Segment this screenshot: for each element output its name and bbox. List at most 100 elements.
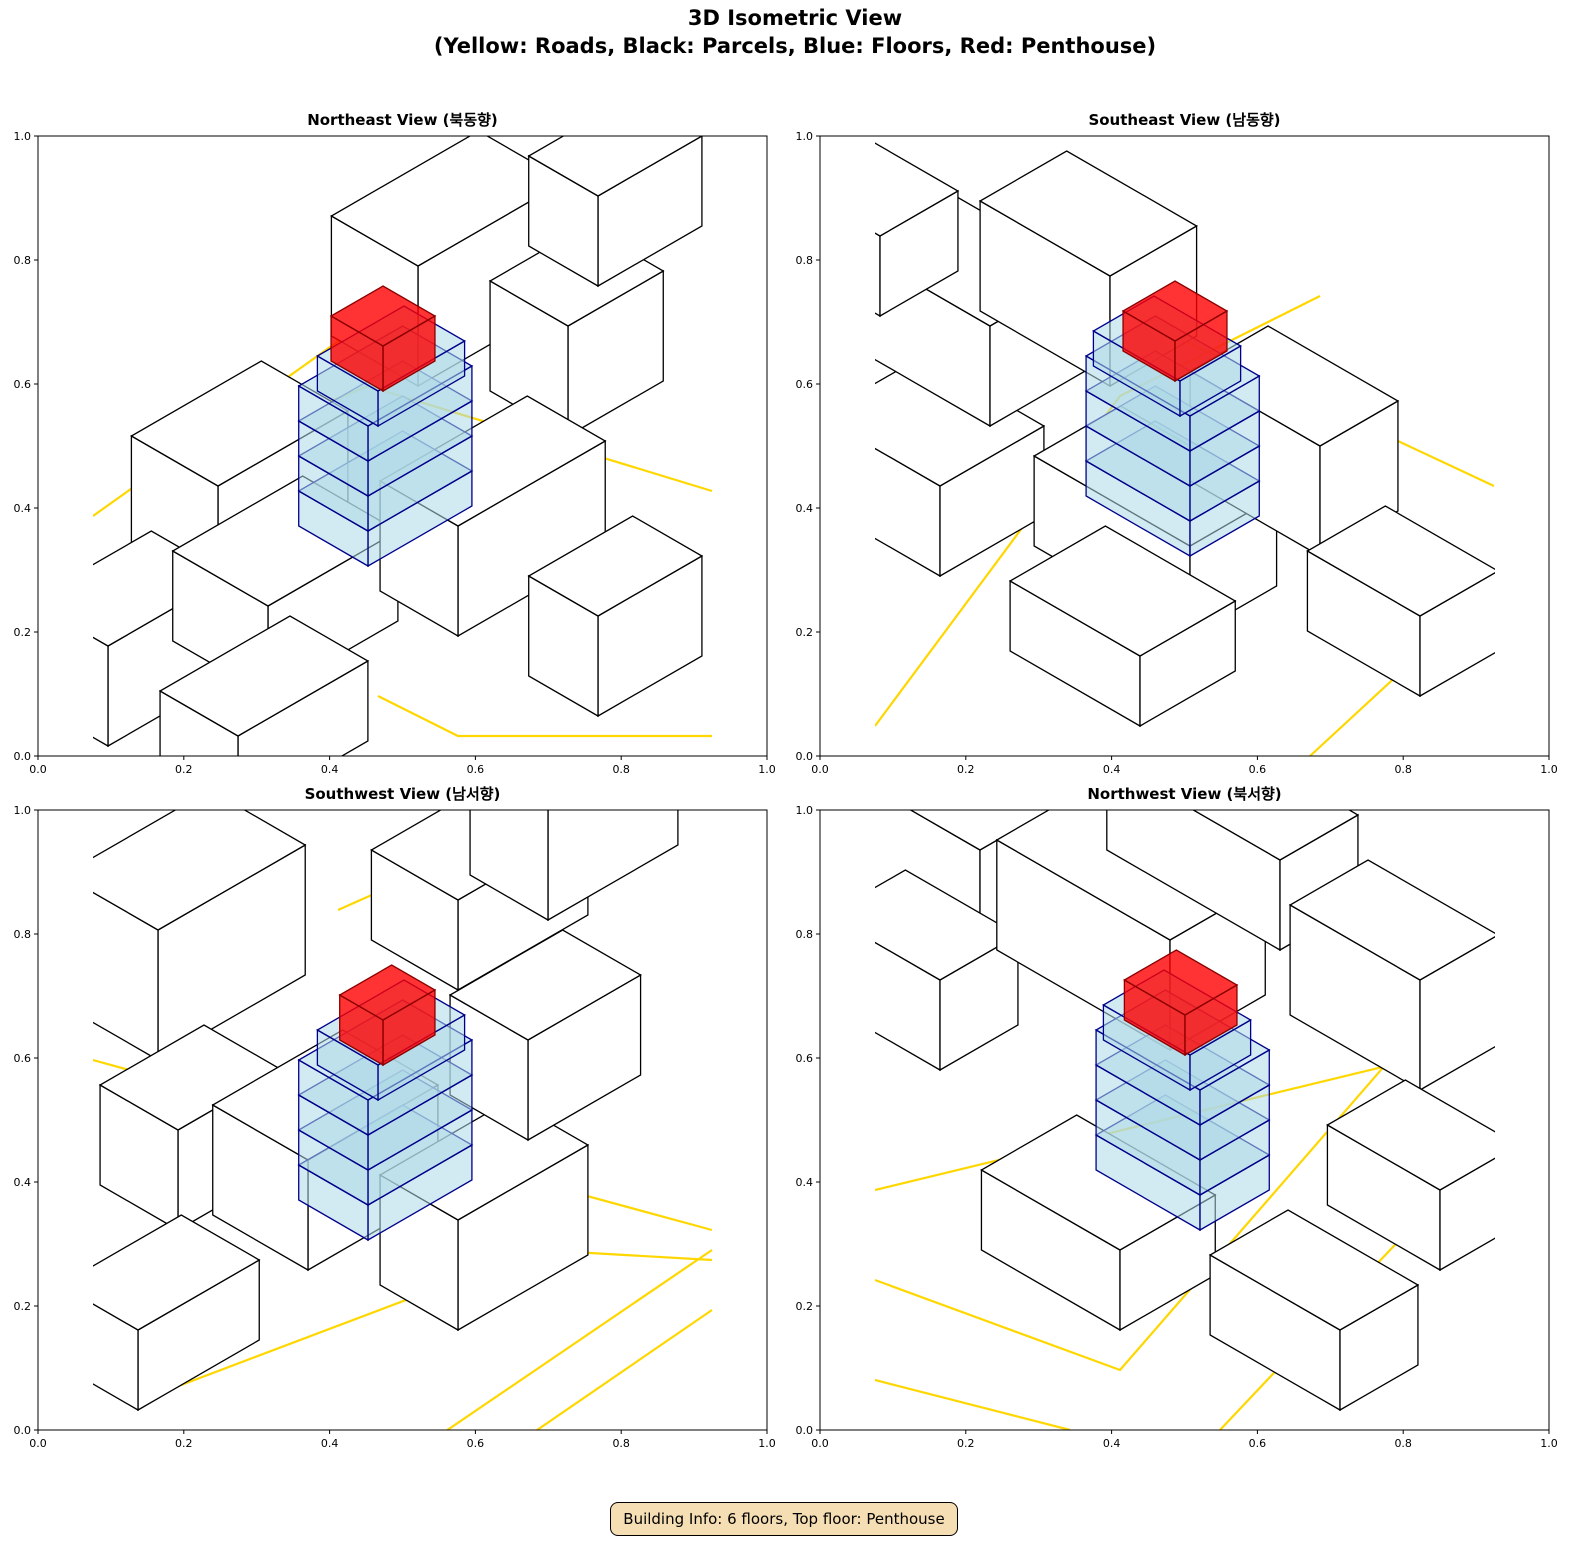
- x-tick-label: 0.2: [175, 1437, 193, 1450]
- x-tick-label: 0.6: [1249, 1437, 1267, 1450]
- parcel-building-face: [93, 1214, 261, 1331]
- x-tick-label: 0.2: [957, 1437, 975, 1450]
- y-tick-label: 0.8: [796, 254, 814, 267]
- x-tick-label: 0.6: [1249, 763, 1267, 776]
- parcel-building-face: [93, 636, 109, 748]
- scene: [93, 136, 713, 756]
- parcel-building-face: [875, 232, 881, 318]
- y-tick-label: 0.2: [796, 1300, 814, 1313]
- x-tick-label: 0.6: [467, 763, 485, 776]
- x-tick-label: 0.8: [612, 763, 630, 776]
- parcel-building-face: [1288, 859, 1495, 981]
- parcel-building-face: [158, 615, 370, 737]
- x-tick-label: 0.0: [29, 763, 47, 776]
- x-tick-label: 0.0: [29, 1437, 47, 1450]
- y-tick-label: 0.4: [796, 502, 814, 515]
- x-tick-label: 0.8: [1394, 763, 1412, 776]
- x-tick-label: 0.6: [467, 1437, 485, 1450]
- y-tick-label: 0.0: [14, 750, 32, 763]
- x-tick-label: 1.0: [758, 1437, 776, 1450]
- parcel-building-face: [330, 136, 567, 267]
- parcel-building-face: [469, 810, 549, 922]
- y-tick-label: 1.0: [14, 804, 32, 817]
- parcel-building-face: [1419, 571, 1495, 698]
- figure-title-line2: (Yellow: Roads, Black: Parcels, Blue: Fl…: [433, 34, 1157, 58]
- scene: [93, 810, 713, 1430]
- road-line: [875, 1378, 1071, 1430]
- road-line: [377, 695, 712, 738]
- x-tick-label: 0.8: [1394, 1437, 1412, 1450]
- y-tick-label: 0.6: [14, 378, 32, 391]
- y-tick-label: 1.0: [14, 130, 32, 143]
- parcel-building-face: [1326, 1079, 1495, 1191]
- panel-title: Northwest View (북서향): [1087, 785, 1282, 803]
- y-tick-label: 0.4: [14, 1176, 32, 1189]
- building-info-box: Building Info: 6 floors, Top floor: Pent…: [610, 1502, 958, 1536]
- parcel-building-face: [875, 142, 960, 237]
- parcel-building-face: [527, 136, 704, 197]
- y-tick-label: 0.0: [796, 1424, 814, 1437]
- road-line: [875, 939, 1495, 1372]
- parcel-building-face: [93, 891, 159, 1062]
- parcel-building-face: [1192, 810, 1360, 861]
- scene: [875, 142, 1495, 756]
- plot-southeast: 0.00.0 0.2 0.2 0.4 0.4 0.6 0.6 0.8 0.8 1.0 1.0: [796, 130, 1558, 776]
- y-tick-label: 1.0: [796, 130, 814, 143]
- x-tick-label: 0.0: [811, 1437, 829, 1450]
- penthouse-face: [338, 964, 437, 1021]
- parcel-building-face: [1008, 525, 1237, 657]
- x-tick-label: 0.2: [175, 763, 193, 776]
- parcel-building-face: [1306, 505, 1495, 617]
- x-tick-label: 0.4: [321, 1437, 339, 1450]
- x-tick-label: 0.4: [1103, 763, 1121, 776]
- y-tick-label: 0.0: [14, 1424, 32, 1437]
- parcel-building-face: [1439, 1157, 1495, 1272]
- figure-title-line1: 3D Isometric View: [687, 6, 903, 30]
- x-tick-label: 0.8: [612, 1437, 630, 1450]
- x-tick-label: 1.0: [758, 763, 776, 776]
- y-tick-label: 0.0: [796, 750, 814, 763]
- parcel-building-face: [93, 1303, 139, 1412]
- parcel-building-face: [1208, 1209, 1420, 1331]
- y-tick-label: 0.8: [14, 254, 32, 267]
- panel-title: Southeast View (남동향): [1088, 111, 1281, 129]
- road-line: [535, 1309, 713, 1430]
- y-tick-label: 0.8: [796, 928, 814, 941]
- panel-title: Northeast View (북동향): [307, 111, 498, 129]
- parcel-building-face: [527, 515, 704, 617]
- y-tick-label: 0.6: [796, 1052, 814, 1065]
- plot-northwest: 0.00.00.20.20.40.40.60.60.80.81.01.0: [796, 804, 1558, 1450]
- y-tick-label: 0.6: [14, 1052, 32, 1065]
- parcel-building-face: [875, 869, 1020, 981]
- x-tick-label: 0.0: [811, 763, 829, 776]
- y-tick-label: 0.2: [14, 1300, 32, 1313]
- plot-northeast: 0.00.0 0.2 0.2 0.4 0.4 0.6 0.6 0.8 0.8 1.0 1.0: [14, 130, 776, 776]
- parcel-building-face: [1419, 935, 1495, 1092]
- y-tick-label: 0.6: [796, 378, 814, 391]
- y-tick-label: 0.2: [796, 626, 814, 639]
- x-tick-label: 0.2: [957, 763, 975, 776]
- y-tick-label: 0.4: [796, 1176, 814, 1189]
- panel-title: Southwest View (남서향): [304, 785, 501, 803]
- penthouse-face: [1123, 949, 1239, 1016]
- x-tick-label: 0.4: [321, 763, 339, 776]
- x-tick-label: 0.4: [1103, 1437, 1121, 1450]
- penthouse-face: [329, 285, 437, 347]
- y-tick-label: 0.8: [14, 928, 32, 941]
- parcel-building-face: [978, 150, 1198, 277]
- plot-southwest: 0.00.0 0.2 0.2 0.4 0.4 0.6 0.6 0.8 0.8 1.0 1.0: [14, 804, 776, 1450]
- axes-frame: [819, 135, 1550, 757]
- y-tick-label: 0.2: [14, 626, 32, 639]
- x-tick-label: 1.0: [1540, 763, 1558, 776]
- y-tick-label: 0.4: [14, 502, 32, 515]
- road-line: [445, 1249, 713, 1430]
- penthouse-face: [1121, 280, 1229, 342]
- parcel-building-face: [93, 810, 307, 931]
- y-tick-label: 1.0: [796, 804, 814, 817]
- axes-frame: [819, 809, 1550, 1431]
